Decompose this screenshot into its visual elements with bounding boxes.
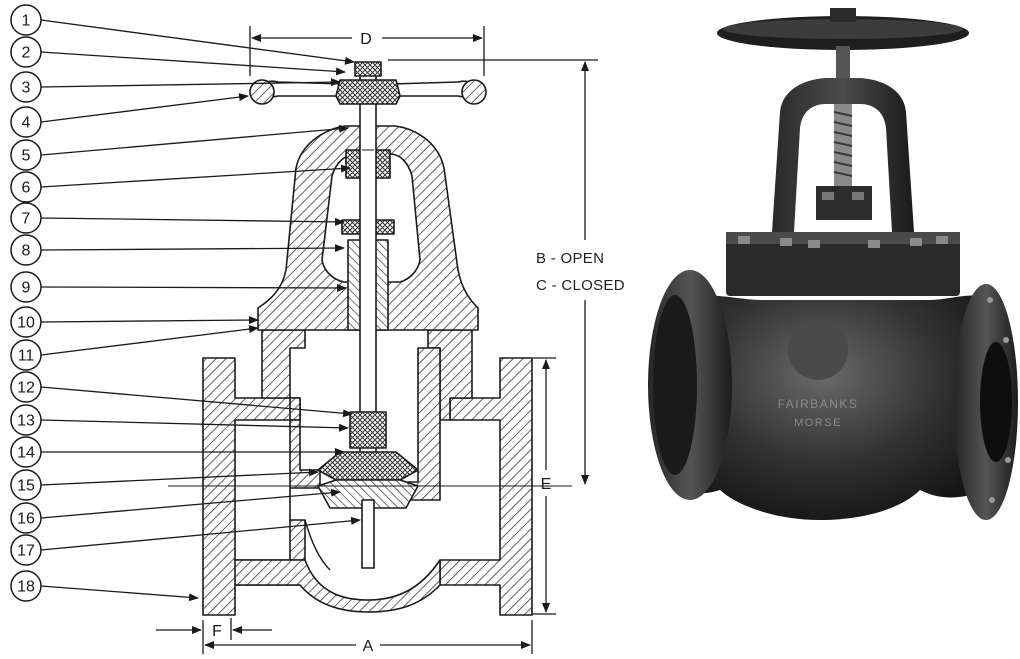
body-partition-right (407, 347, 441, 501)
callout-circle-18 (10, 570, 42, 602)
callout-circle-6 (10, 171, 42, 203)
dim-a-label: A (363, 638, 374, 654)
callout-leader-1 (40, 19, 355, 65)
callout-circle-9 (10, 271, 42, 303)
callout-circle-17 (10, 534, 42, 566)
dimension-labels: D B - OPEN C - CLOSED E A F (212, 31, 625, 655)
callout-number-18: 18 (17, 579, 35, 596)
callout-leader-3 (40, 78, 341, 88)
dim-d-label: D (360, 31, 372, 48)
callout-leader-17 (40, 516, 361, 551)
callout-leader-2 (40, 51, 346, 76)
callout-number-1: 1 (22, 13, 31, 30)
callout-number-12: 12 (17, 380, 35, 397)
body-partition (289, 419, 321, 561)
photo-gland (816, 186, 872, 220)
callout-number-15: 15 (17, 478, 35, 495)
dim-c-closed-label: C - CLOSED (536, 277, 625, 294)
callout-leader-7 (40, 217, 345, 226)
photo-bonnet-flange (726, 232, 960, 296)
callout-circle-5 (10, 139, 42, 171)
callout-leader-13 (40, 419, 349, 432)
callout-leader-18 (40, 585, 199, 602)
callout-leader-16 (40, 488, 341, 519)
callout-number-7: 7 (22, 211, 31, 228)
callout-leader-10 (40, 316, 259, 325)
photo-stem (836, 46, 850, 86)
callout-leader-9 (40, 283, 347, 292)
cross-section-drawing (168, 61, 572, 616)
callout-number-16: 16 (17, 511, 35, 528)
callout-circle-2 (10, 36, 42, 68)
dim-f-label: F (212, 623, 222, 640)
callout-number-13: 13 (17, 413, 35, 430)
callout-number-6: 6 (22, 180, 31, 197)
callout-leader-11 (40, 325, 259, 356)
callout-circle-15 (10, 469, 42, 501)
callout-number-14: 14 (17, 445, 35, 462)
callout-leader-5 (40, 124, 349, 156)
photo-yoke (772, 78, 914, 232)
callout-leader-12 (40, 386, 353, 418)
callout-circle-16 (10, 502, 42, 534)
callout-number-2: 2 (22, 45, 31, 62)
callout-circle-11 (10, 339, 42, 371)
disc (317, 451, 419, 481)
dimension-lines (156, 26, 598, 654)
handwheel-rim-right (461, 79, 487, 105)
dim-e-label: E (541, 476, 552, 493)
callout-number-3: 3 (22, 80, 31, 97)
photo-bonnet-bolts (738, 236, 948, 248)
handwheel-rim-left (249, 79, 275, 105)
callout-number-10: 10 (17, 315, 35, 332)
stem-top-nut (354, 61, 382, 77)
photo-stem-threads (833, 111, 853, 177)
callout-circle-8 (10, 234, 42, 266)
callout-circle-13 (10, 404, 42, 436)
callout-number-8: 8 (22, 243, 31, 260)
dim-b-open-label: B - OPEN (536, 250, 604, 267)
photo-casting-text-2: MORSE (794, 417, 842, 429)
callout-circle-14 (10, 436, 42, 468)
callout-number-9: 9 (22, 280, 31, 297)
callout-leader-4 (40, 93, 249, 123)
valve-photograph: FAIRBANKS MORSE (648, 8, 1018, 520)
handwheel-hub (335, 79, 401, 105)
photo-flange-bolts (987, 297, 1011, 503)
callout-circle-4 (10, 106, 42, 138)
callout-leader-6 (40, 164, 351, 188)
callout-number-5: 5 (22, 148, 31, 165)
photo-body (690, 295, 986, 520)
callout-circle-7 (10, 202, 42, 234)
callout-circle-10 (10, 306, 42, 338)
callout-leader-8 (40, 244, 345, 253)
callout-circle-3 (10, 71, 42, 103)
photo-casting-text-1: FAIRBANKS (778, 397, 859, 411)
disc-stem-collar (349, 411, 387, 449)
callout-number-4: 4 (22, 115, 31, 132)
callout-number-11: 11 (18, 348, 35, 365)
photo-body-boss (788, 320, 848, 380)
disc-guide-stem (361, 499, 375, 569)
callout-circle-12 (10, 371, 42, 403)
body-bottom-bowl (234, 559, 441, 613)
body-inner-curve (304, 519, 331, 571)
callout-circle-1 (10, 4, 42, 36)
callout-leader-15 (40, 468, 319, 486)
callout-number-17: 17 (17, 543, 35, 560)
